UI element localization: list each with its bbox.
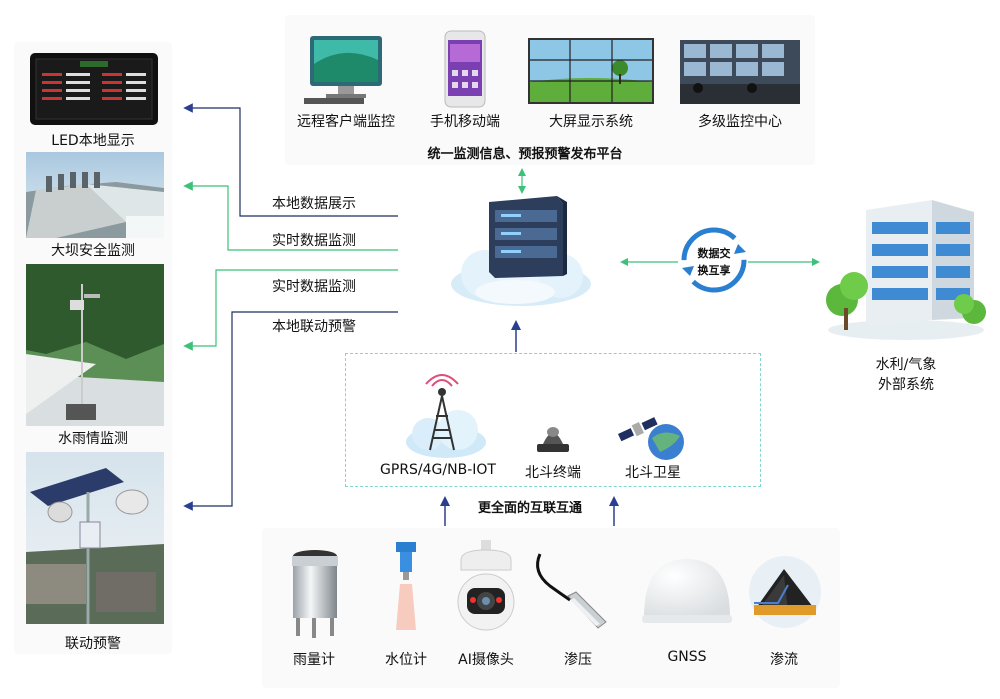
link-line-3 bbox=[183, 269, 398, 351]
mobile-label: 手机移动端 bbox=[430, 114, 500, 130]
ai-camera-image bbox=[455, 540, 517, 632]
seepage-flow-image bbox=[748, 555, 822, 629]
building-image bbox=[826, 190, 986, 340]
link-line-2 bbox=[183, 181, 398, 251]
sensor-comm-arrow-left bbox=[440, 496, 450, 526]
seepage-flow-label: 渗流 bbox=[770, 652, 798, 668]
water-level-image bbox=[390, 540, 422, 632]
water-level-label: 水位计 bbox=[385, 652, 427, 668]
external-line-2: 外部系统 bbox=[878, 377, 934, 393]
exchange-icon bbox=[680, 226, 748, 294]
sensor-comm-arrow-right bbox=[609, 496, 619, 526]
cloud-server-image bbox=[445, 192, 595, 312]
led-display-image bbox=[30, 53, 158, 125]
remote-client-label: 远程客户端监控 bbox=[297, 114, 395, 130]
link-label-2: 实时数据监测 bbox=[272, 233, 356, 249]
gprs-label: GPRS/4G/NB-IOT bbox=[380, 462, 496, 478]
rain-monitor-label: 水雨情监测 bbox=[58, 431, 128, 447]
beidou-satellite-label: 北斗卫星 bbox=[625, 465, 681, 481]
seepage-pressure-label: 渗压 bbox=[564, 652, 592, 668]
external-line-1: 水利/气象 bbox=[875, 357, 937, 373]
link-line-4 bbox=[183, 311, 398, 511]
beidou-satellite-image bbox=[614, 412, 688, 462]
platform-server-arrow bbox=[518, 168, 526, 194]
comm-caption: 更全面的互联互通 bbox=[477, 501, 582, 516]
platform-caption: 统一监测信息、预报预警发布平台 bbox=[427, 147, 623, 162]
link-label-4: 本地联动预警 bbox=[272, 319, 356, 335]
ai-camera-label: AI摄像头 bbox=[458, 652, 514, 668]
beidou-terminal-image bbox=[535, 420, 571, 454]
gnss-label: GNSS bbox=[667, 649, 707, 665]
linkage-warning-label: 联动预警 bbox=[65, 636, 121, 652]
exchange-line-1: 数据交 bbox=[697, 247, 731, 260]
comm-cloud-arrow bbox=[511, 320, 521, 352]
comm-box bbox=[345, 353, 761, 487]
big-screen-label: 大屏显示系统 bbox=[549, 114, 633, 130]
rain-gauge-label: 雨量计 bbox=[293, 652, 335, 668]
link-line-1 bbox=[183, 103, 398, 217]
led-display-label: LED本地显示 bbox=[51, 133, 135, 149]
mobile-image bbox=[444, 30, 486, 108]
link-label-3: 实时数据监测 bbox=[272, 279, 356, 295]
server-exchange-arrow bbox=[620, 258, 678, 266]
remote-client-image bbox=[304, 34, 388, 106]
link-label-1: 本地数据展示 bbox=[272, 196, 356, 212]
gnss-image bbox=[640, 555, 734, 625]
bottom-panel bbox=[262, 528, 840, 688]
rain-monitor-image bbox=[26, 264, 164, 426]
monitor-center-label: 多级监控中心 bbox=[698, 114, 782, 130]
beidou-terminal-label: 北斗终端 bbox=[525, 465, 581, 481]
big-screen-image bbox=[528, 38, 654, 104]
gprs-tower-image bbox=[402, 372, 488, 460]
dam-image bbox=[26, 152, 164, 238]
seepage-pressure-image bbox=[530, 552, 610, 630]
exchange-external-arrow bbox=[748, 258, 820, 266]
exchange-line-2: 换互享 bbox=[697, 264, 731, 277]
dam-label: 大坝安全监测 bbox=[51, 243, 135, 259]
rain-gauge-image bbox=[288, 548, 342, 640]
linkage-warning-image bbox=[26, 452, 164, 624]
monitor-center-image bbox=[680, 40, 800, 104]
